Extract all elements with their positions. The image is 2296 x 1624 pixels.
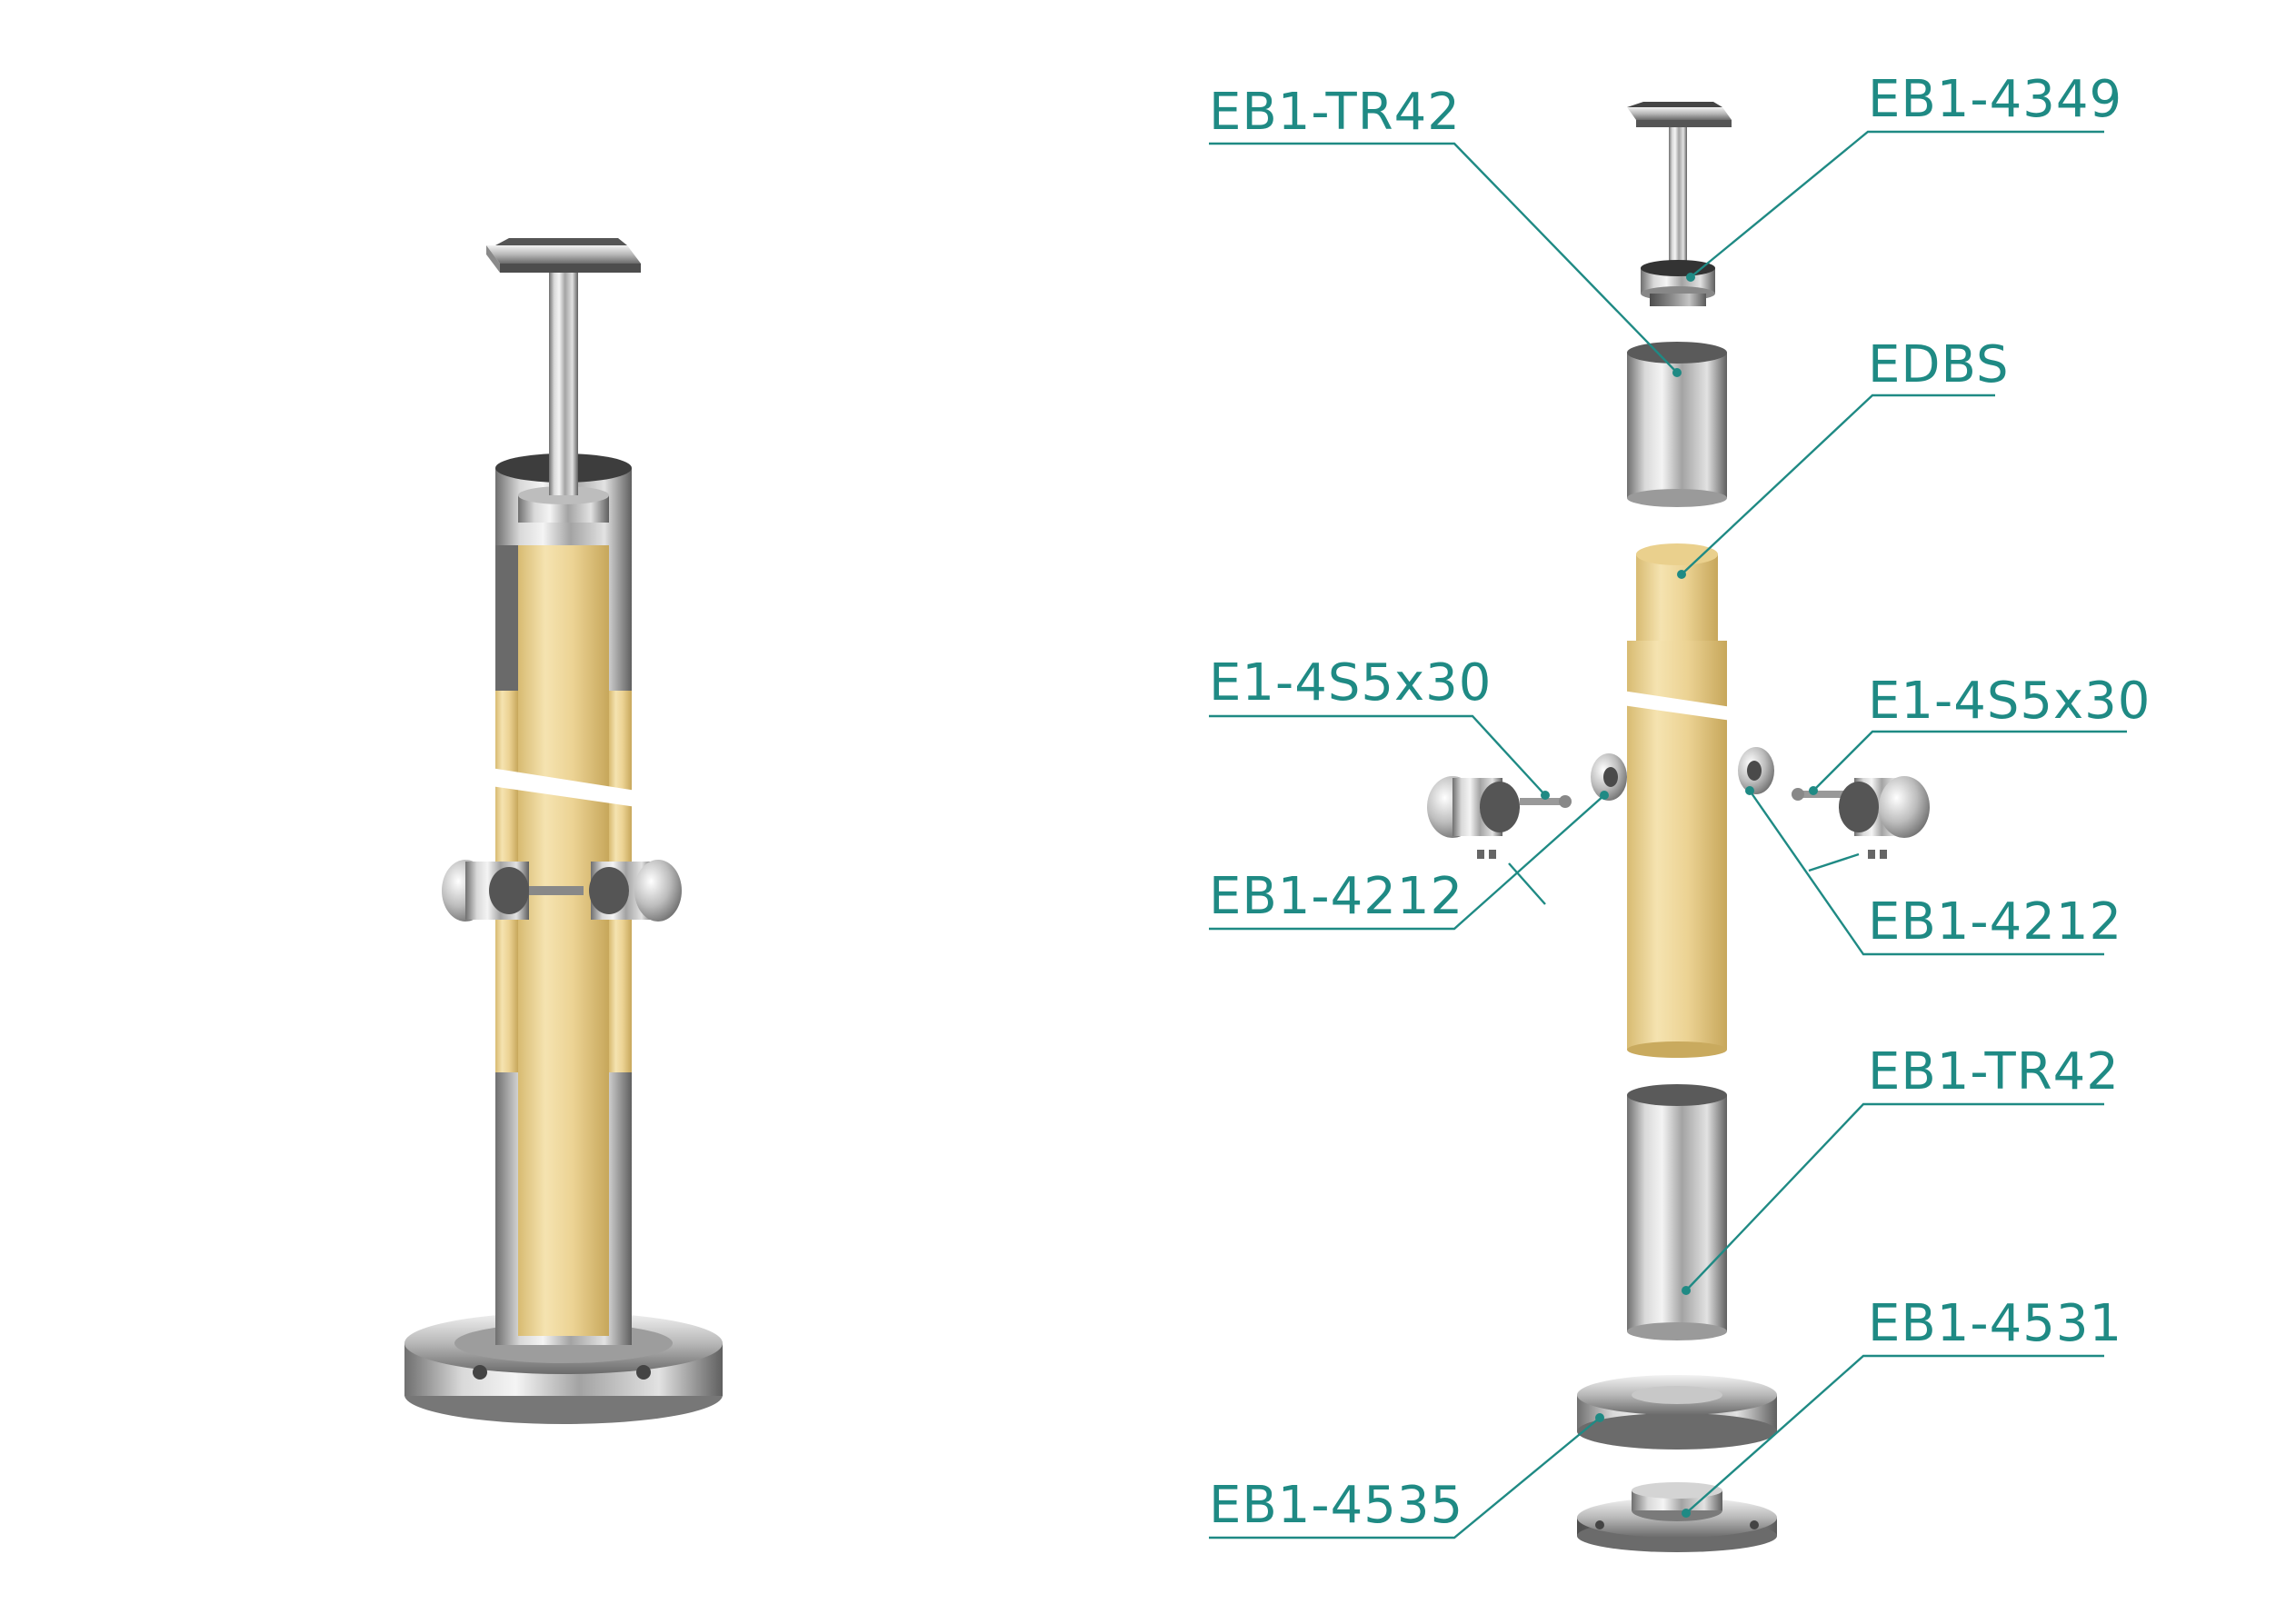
leader-holder-right [1749,790,2104,956]
label-tr42-bottom: EB1-TR42 [1868,1042,2120,1101]
label-screw-right: E1-4S5x30 [1868,672,2151,731]
leader-dot-holder-right [1745,786,1754,795]
label-holder-right: EB1-4212 [1868,892,2122,951]
left-holder-part [1427,776,1572,859]
leader-holder-right-branch [1808,852,1860,872]
leader-dot-cover-4535 [1595,1413,1604,1422]
callouts: EB1-TR42 EB1-4349 EDBS E1-4S5x30 E1-4S5x… [1209,70,2151,1539]
leader-screw-left [1209,714,1546,796]
label-cover-4535: EB1-4535 [1209,1476,1463,1535]
leader-dot-screw-left [1541,791,1550,800]
leader-dot-tr42-bottom [1682,1286,1691,1295]
label-screw-left: E1-4S5x30 [1209,653,1492,712]
saddle-part [1627,102,1732,273]
leader-base-4531 [1685,1354,2104,1514]
leader-tr42-bottom [1685,1102,2104,1291]
wood-core-part [1622,543,1732,1058]
assembled-post [404,238,723,1424]
leader-dot-screw-right [1809,786,1818,795]
left-washer-part [1591,753,1627,801]
label-tr42-top: EB1-TR42 [1209,83,1461,142]
leader-dot-holder-left [1600,791,1609,800]
top-tube-part [1627,342,1727,507]
leader-cap-4349 [1690,130,2104,278]
leader-dot-edbs [1677,570,1686,579]
leader-dot-base-4531 [1682,1509,1691,1518]
bottom-tube-part [1627,1084,1727,1340]
base-part [1577,1482,1777,1552]
cap-part [1641,260,1715,306]
leader-screw-right [1812,730,2127,792]
leader-cover-4535 [1209,1417,1601,1539]
label-edbs: EDBS [1868,335,2009,394]
leader-dot-tr42-top [1672,368,1682,377]
label-cap-4349: EB1-4349 [1868,70,2122,129]
leader-dot-cap-4349 [1686,273,1695,282]
exploded-view [1427,102,1930,1552]
leader-holder-left [1209,794,1605,931]
right-holder-part [1792,776,1930,859]
leader-edbs [1681,394,1995,575]
leader-tr42-top [1209,142,1678,374]
label-holder-left: EB1-4212 [1209,867,1463,926]
leader-holder-left-branch [1508,862,1546,905]
cover-part [1577,1375,1777,1450]
label-base-4531: EB1-4531 [1868,1294,2122,1353]
right-washer-part [1738,747,1774,794]
